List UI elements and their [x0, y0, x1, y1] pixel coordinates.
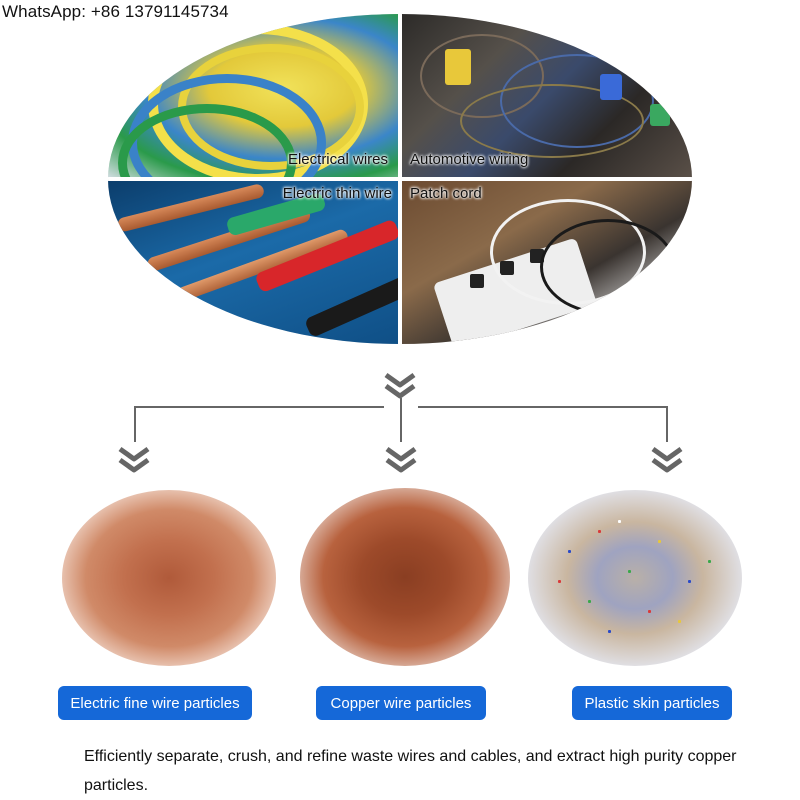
label-plastic-skin-particles: Plastic skin particles — [572, 686, 732, 720]
label-patch-cord: Patch cord — [410, 185, 482, 202]
label-automotive-wiring: Automotive wiring — [410, 151, 529, 168]
double-chevron-down-icon — [384, 372, 416, 399]
flow-line-drop-right — [666, 406, 668, 442]
double-chevron-down-icon — [385, 446, 417, 473]
double-chevron-down-icon — [651, 446, 683, 473]
collage-divider-horizontal — [108, 177, 692, 181]
plastic-skin-particles-pile — [528, 490, 742, 666]
patch-cord-photo: Patch cord — [400, 179, 692, 344]
electric-thin-wire-photo: Electric thin wire — [108, 179, 400, 344]
description-caption: Efficiently separate, crush, and refine … — [84, 748, 737, 794]
fine-wire-particles-pile — [62, 490, 276, 666]
label-electrical-wires: Electrical wires — [287, 151, 388, 168]
flow-line-drop-center — [400, 398, 402, 442]
label-electric-fine-wire-particles: Electric fine wire particles — [58, 686, 252, 720]
flow-line-right — [418, 406, 668, 408]
wire-types-collage: Electrical wires Automotive wiring Elect… — [108, 14, 692, 344]
automotive-wiring-photo: Automotive wiring — [400, 14, 692, 179]
copper-wire-particles-pile — [300, 488, 510, 666]
double-chevron-down-icon — [118, 446, 150, 473]
label-electric-thin-wire: Electric thin wire — [282, 185, 392, 202]
electrical-wires-photo: Electrical wires — [108, 14, 400, 179]
flow-line-left — [134, 406, 384, 408]
flow-line-drop-left — [134, 406, 136, 442]
label-copper-wire-particles: Copper wire particles — [316, 686, 486, 720]
